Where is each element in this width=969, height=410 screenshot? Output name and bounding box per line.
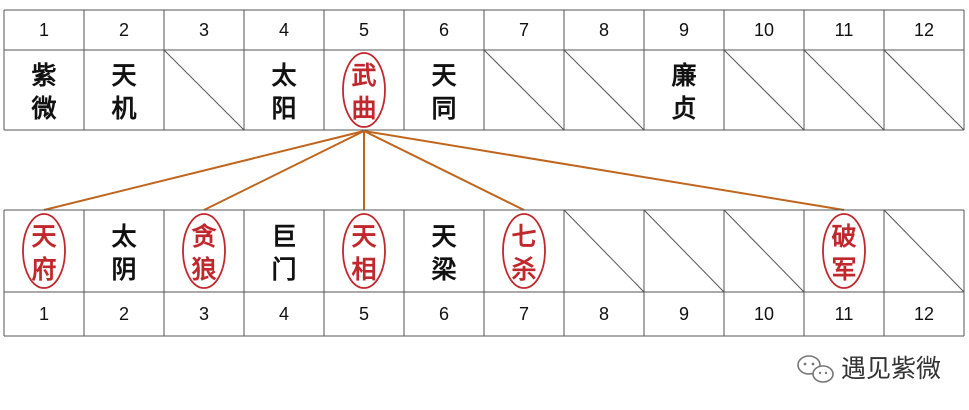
bottom-star-7: 七杀 [502, 213, 546, 289]
highlight-oval [822, 213, 866, 289]
star-char: 梁 [430, 255, 456, 284]
highlight-oval [342, 52, 386, 128]
bottom-empty-palace-9 [643, 209, 725, 293]
star-char: 破 [831, 222, 856, 251]
top-number-4: 4 [279, 20, 289, 40]
top-number-10: 10 [754, 20, 774, 40]
bottom-star-6: 天梁 [430, 222, 456, 284]
watermark: 遇见紫微 [797, 354, 941, 383]
bottom-star-5: 天相 [342, 213, 386, 289]
star-char: 廉 [671, 61, 696, 90]
star-char: 同 [431, 94, 456, 123]
star-char: 阴 [111, 255, 136, 284]
top-empty-palace-12 [883, 49, 965, 131]
bottom-empty-palace-10 [723, 209, 805, 293]
bottom-number-5: 5 [359, 304, 369, 324]
bottom-number-6: 6 [439, 304, 449, 324]
star-char: 天 [431, 222, 456, 251]
star-char: 武 [351, 61, 376, 90]
star-char: 相 [351, 255, 376, 284]
bottom-star-4: 巨门 [271, 222, 296, 284]
highlight-oval [182, 213, 226, 289]
bottom-number-11: 11 [835, 304, 854, 324]
star-char: 太 [271, 61, 297, 90]
watermark-text: 遇见紫微 [841, 354, 941, 383]
top-empty-palace-8 [563, 49, 645, 131]
top-star-5: 武曲 [342, 52, 386, 128]
top-empty-palace-11 [803, 49, 885, 131]
star-char: 狼 [191, 255, 216, 284]
bottom-number-12: 12 [914, 304, 934, 324]
bottom-number-2: 2 [119, 304, 129, 324]
top-number-3: 3 [199, 20, 209, 40]
star-char: 贞 [671, 94, 696, 123]
star-char: 府 [31, 255, 56, 284]
bottom-number-3: 3 [199, 304, 209, 324]
wechat-icon [797, 355, 834, 383]
bottom-empty-palace-8 [563, 209, 645, 293]
star-char: 贪 [191, 222, 217, 251]
highlight-oval [342, 213, 386, 289]
top-empty-palace-3 [163, 49, 245, 131]
star-char: 巨 [271, 222, 296, 251]
bottom-number-8: 8 [599, 304, 609, 324]
bottom-star-3: 贪狼 [182, 213, 226, 289]
star-char: 太 [111, 222, 137, 251]
bottom-empty-palace-12 [883, 209, 965, 293]
top-star-2: 天机 [111, 61, 136, 123]
connector-line-5 [363, 130, 845, 211]
bottom-number-4: 4 [279, 304, 289, 324]
highlight-oval [22, 213, 66, 289]
top-number-6: 6 [439, 20, 449, 40]
top-number-12: 12 [914, 20, 934, 40]
top-star-1: 紫微 [30, 61, 56, 123]
star-char: 曲 [351, 94, 376, 123]
bottom-star-1: 天府 [22, 213, 66, 289]
bottom-number-10: 10 [754, 304, 774, 324]
star-char: 阳 [271, 94, 296, 123]
star-char: 微 [30, 94, 56, 123]
bottom-number-9: 9 [679, 304, 689, 324]
star-char: 机 [111, 94, 136, 123]
top-number-7: 7 [519, 20, 529, 40]
bottom-number-7: 7 [519, 304, 529, 324]
top-number-5: 5 [359, 20, 369, 40]
star-char: 紫 [31, 61, 56, 90]
star-char: 军 [831, 255, 856, 284]
connector-line-2 [203, 130, 365, 211]
bottom-star-2: 太阴 [111, 222, 137, 284]
connector-lines [43, 130, 845, 211]
top-empty-palace-7 [483, 49, 565, 131]
top-number-9: 9 [679, 20, 689, 40]
highlight-oval [502, 213, 546, 289]
top-star-4: 太阳 [271, 61, 297, 123]
top-star-9: 廉贞 [671, 61, 696, 123]
star-char: 天 [431, 61, 456, 90]
top-number-8: 8 [599, 20, 609, 40]
top-number-11: 11 [835, 20, 854, 40]
bottom-star-11: 破军 [822, 213, 866, 289]
top-number-1: 1 [39, 20, 49, 40]
connector-line-4 [363, 130, 525, 211]
top-number-2: 2 [119, 20, 129, 40]
top-star-6: 天同 [431, 61, 456, 123]
bottom-number-1: 1 [39, 304, 49, 324]
top-empty-palace-10 [723, 49, 805, 131]
star-char: 杀 [511, 255, 536, 284]
star-char: 门 [271, 255, 296, 284]
star-char: 天 [351, 222, 376, 251]
star-char: 七 [511, 222, 536, 251]
connector-line-1 [43, 130, 365, 211]
star-char: 天 [111, 61, 136, 90]
star-char: 天 [31, 222, 56, 251]
